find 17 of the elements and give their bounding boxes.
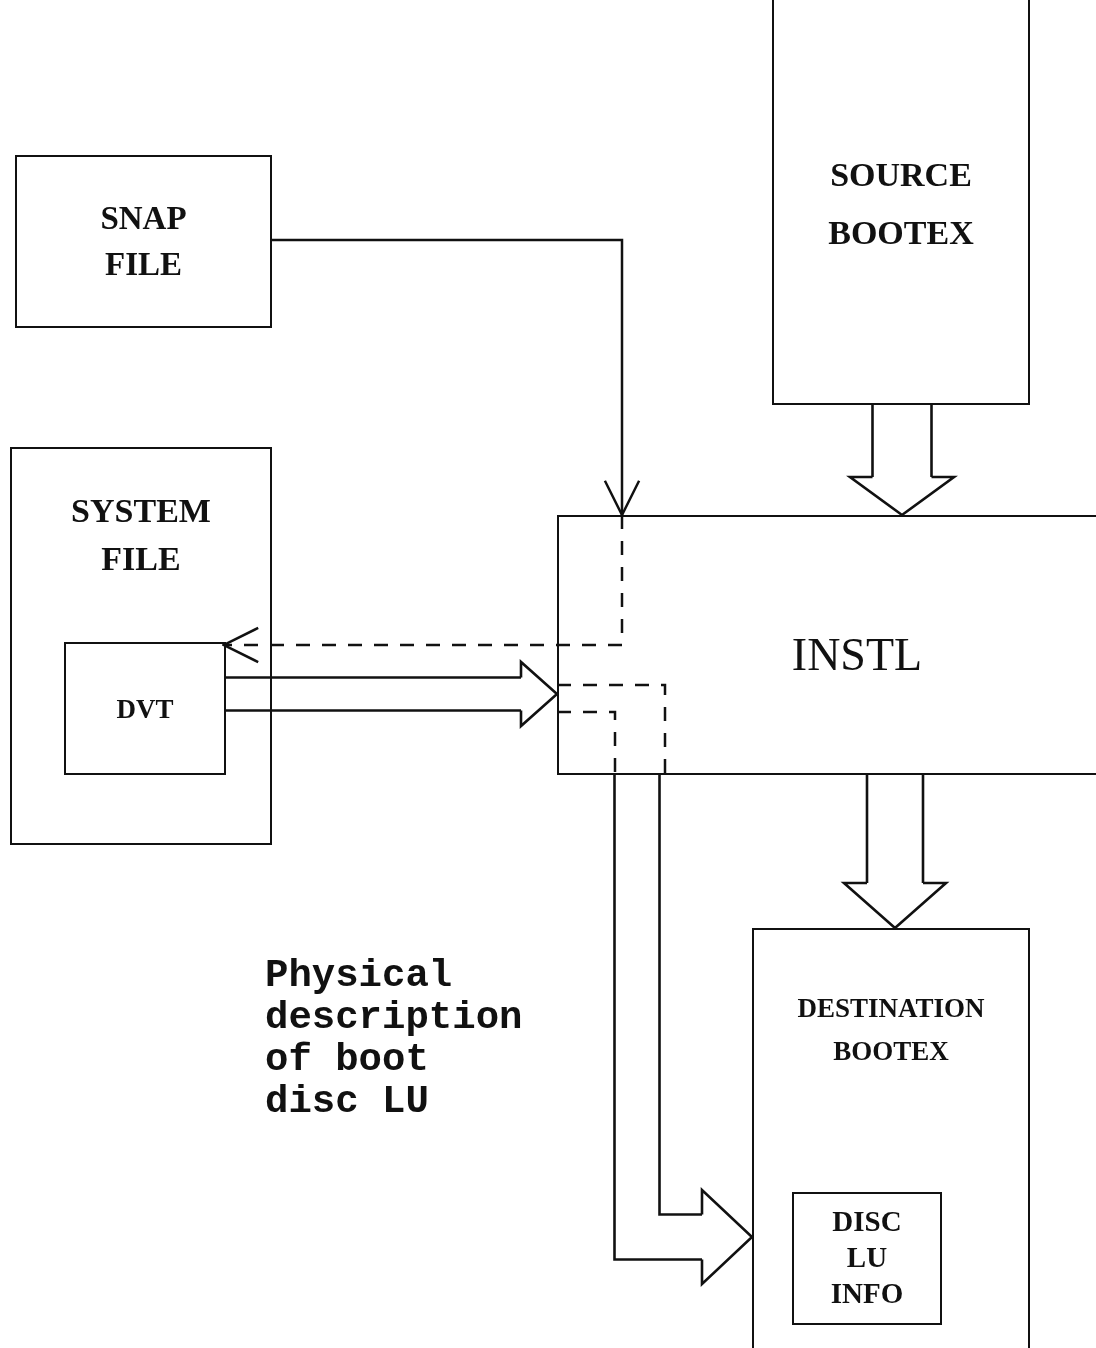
node-label: SNAP FILE [99, 199, 188, 285]
file-box [15, 155, 272, 328]
arrow [222, 515, 624, 664]
node-label: DISC LU INFO [829, 1204, 905, 1311]
arrow [272, 238, 641, 517]
node-label: SYSTEM FILE [70, 491, 212, 579]
node-label: DVT [115, 693, 175, 726]
table-box [64, 642, 226, 775]
note-text: Physical description of boot disc LU [265, 955, 524, 1123]
file-box [10, 447, 272, 845]
destination-box [752, 928, 1030, 1348]
source-box [772, 0, 1030, 405]
program-box [557, 515, 1096, 775]
node-label: INSTL [790, 628, 924, 682]
node-label: DESTINATION BOOTEX [796, 992, 986, 1069]
node-label: SOURCE BOOTEX [827, 155, 975, 253]
info-box [792, 1192, 942, 1325]
